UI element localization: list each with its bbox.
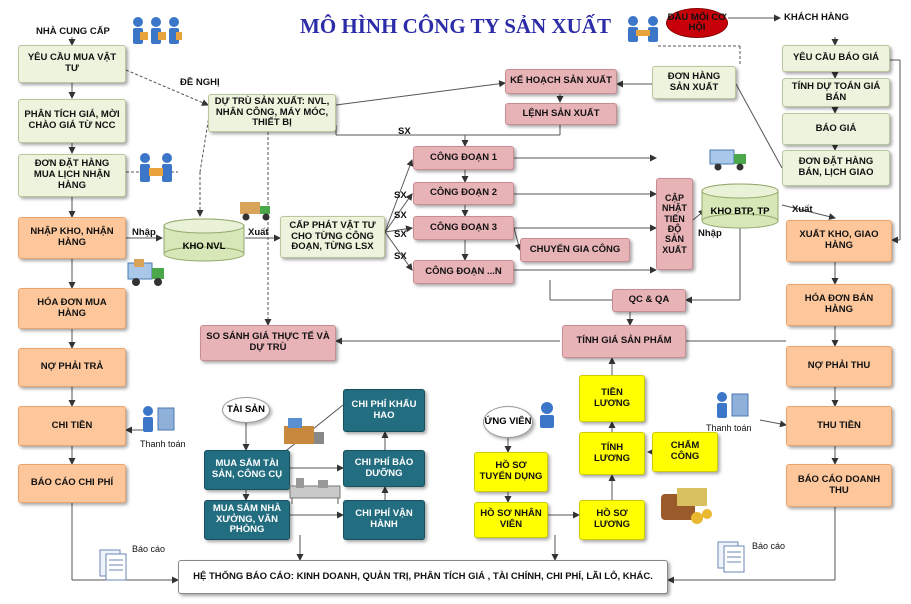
ho-so-luong: HỒ SƠ LƯƠNG — [579, 500, 645, 540]
label-bao-cao-right: Báo cáo — [752, 541, 786, 551]
supplier-header: NHÀ CUNG CẤP — [36, 26, 110, 37]
kho-btp-label: KHO BTP, TP — [710, 206, 770, 217]
label-sx-2: SX — [394, 190, 407, 201]
step-nhap-kho: NHẬP KHO, NHẬN HÀNG — [18, 217, 126, 259]
order-people-icon — [135, 150, 179, 191]
chi-phi-bao-duong: CHI PHÍ BẢO DƯỠNG — [343, 450, 425, 487]
report-system: HỆ THỐNG BÁO CÁO: KINH DOANH, QUẢN TRỊ, … — [178, 560, 668, 594]
step-yeu-cau-mua-vat-tu: YÊU CẦU MUA VẬT TƯ — [18, 45, 126, 83]
step-bao-cao-chi-phi: BÁO CÁO CHI PHÍ — [18, 464, 126, 503]
ung-vien-circle: ỨNG VIÊN — [483, 406, 533, 438]
label-thanh-toan-left: Thanh toán — [140, 439, 186, 449]
money-wallet-icon — [657, 484, 715, 533]
kho-btp: KHO BTP, TP — [702, 184, 778, 228]
label-thanh-toan-right: Thanh toán — [706, 423, 752, 433]
opportunity-ellipse: ĐẦU MỐI CƠ HỘI — [666, 8, 728, 38]
label-xuat-right: Xuất — [792, 204, 813, 215]
step-no-phai-tra: NỢ PHẢI TRẢ — [18, 348, 126, 387]
kho-nvl-cylinder — [163, 218, 245, 262]
step-don-dat-hang-mua: ĐƠN ĐẶT HÀNG MUA LỊCH NHẬN HÀNG — [18, 154, 126, 197]
payment-receive-icon — [712, 390, 752, 425]
cap-nhat-tien-do: CẬP NHẬT TIẾN ĐỘ SẢN XUẤT — [656, 178, 693, 270]
step-chi-tien: CHI TIỀN — [18, 406, 126, 446]
step-bao-cao-doanh-thu: BÁO CÁO DOANH THU — [786, 464, 892, 507]
chi-phi-khau-hao: CHI PHÍ KHẤU HAO — [343, 389, 425, 432]
label-sx-1: SX — [398, 126, 411, 137]
opportunity-people-icon — [623, 14, 663, 49]
tien-luong: TIỀN LƯƠNG — [579, 375, 645, 422]
tai-san-circle: TÀI SẢN — [222, 397, 270, 423]
step-don-dat-hang-ban: ĐƠN ĐẶT HÀNG BÁN, LỊCH GIAO — [782, 150, 890, 186]
so-sanh-gia: SO SÁNH GIÁ THỰC TẾ VÀ DỰ TRÙ — [200, 325, 336, 361]
customer-header: KHÁCH HÀNG — [784, 12, 849, 23]
page-title: MÔ HÌNH CÔNG TY SẢN XUẤT — [300, 14, 611, 38]
ke-hoach-san-xuat: KẾ HOẠCH SẢN XUẤT — [505, 69, 617, 94]
chi-phi-van-hanh: CHI PHÍ VẬN HÀNH — [343, 500, 425, 540]
tinh-gia-san-pham: TÍNH GIÁ SẢN PHẨM — [562, 325, 686, 358]
step-tinh-du-toan: TÍNH DỰ TOÁN GIÁ BÁN — [782, 78, 890, 107]
label-bao-cao-left: Báo cáo — [132, 544, 166, 554]
candidate-icon — [533, 400, 563, 435]
delivery-truck-icon — [126, 257, 170, 292]
mua-sam-tai-san: MUA SẮM TÀI SẢN, CÔNG CỤ — [204, 450, 290, 490]
label-nhap-right: Nhập — [698, 228, 722, 239]
ho-so-tuyen-dung: HỒ SƠ TUYỂN DỤNG — [474, 452, 548, 492]
label-sx-3: SX — [394, 210, 407, 221]
step-xuat-kho: XUẤT KHO, GIAO HÀNG — [786, 220, 892, 262]
don-hang-san-xuat: ĐƠN HÀNG SẢN XUẤT — [652, 66, 736, 99]
report-doc-right-icon — [714, 540, 750, 581]
step-hoa-don-mua: HÓA ĐƠN MUA HÀNG — [18, 288, 126, 329]
qc-qa: QC & QA — [612, 289, 686, 312]
cong-doan-1: CÔNG ĐOẠN 1 — [413, 146, 514, 170]
kho-nvl-label: KHO NVL — [182, 241, 226, 252]
report-doc-left-icon — [96, 548, 132, 589]
du-tru-san-xuat: DỰ TRÙ SẢN XUẤT: NVL, NHÂN CÔNG, MÁY MÓC… — [208, 94, 336, 132]
label-de-nghi: ĐỀ NGHỊ — [180, 77, 220, 88]
cap-phat-vat-tu: CẤP PHÁT VẬT TƯ CHO TỪNG CÔNG ĐOẠN, TỪNG… — [280, 216, 385, 258]
cong-doan-n: CÔNG ĐOẠN ...N — [413, 260, 514, 284]
lenh-san-xuat: LỆNH SẢN XUẤT — [505, 103, 617, 125]
cong-doan-2: CÔNG ĐOẠN 2 — [413, 182, 514, 205]
label-xuat-left: Xuất — [248, 227, 269, 238]
kho-nvl: KHO NVL — [164, 219, 244, 261]
cham-cong: CHẤM CÔNG — [652, 432, 718, 472]
step-no-phai-thu: NỢ PHẢI THU — [786, 346, 892, 387]
kho-btp-cylinder — [701, 183, 779, 229]
step-yeu-cau-bao-gia: YÊU CẦU BÁO GIÁ — [782, 45, 890, 72]
label-nhap-left: Nhập — [132, 227, 156, 238]
tinh-luong: TÍNH LƯƠNG — [579, 432, 645, 475]
factory-machine-icon — [288, 476, 342, 511]
step-phan-tich-gia: PHÂN TÍCH GIÁ, MỜI CHÀO GIÁ TỪ NCC — [18, 99, 126, 143]
step-hoa-don-ban: HÓA ĐƠN BÁN HÀNG — [786, 284, 892, 326]
chuyen-gia-cong: CHUYỂN GIA CÔNG — [520, 238, 630, 262]
step-thu-tien: THU TIỀN — [786, 406, 892, 446]
forklift-icon — [236, 196, 276, 227]
payment-person-icon — [138, 404, 178, 439]
supplier-people-icon — [128, 14, 184, 53]
ho-so-nhan-vien: HỒ SƠ NHÂN VIÊN — [474, 502, 548, 538]
mua-sam-nha-xuong: MUA SẮM NHÀ XƯỞNG, VĂN PHÒNG — [204, 500, 290, 540]
cong-doan-3: CÔNG ĐOẠN 3 — [413, 216, 514, 240]
step-bao-gia: BÁO GIÁ — [782, 113, 890, 145]
warehouse-truck-icon — [708, 144, 750, 177]
office-asset-icon — [280, 414, 326, 455]
label-sx-5: SX — [394, 251, 407, 262]
label-sx-4: SX — [394, 229, 407, 240]
